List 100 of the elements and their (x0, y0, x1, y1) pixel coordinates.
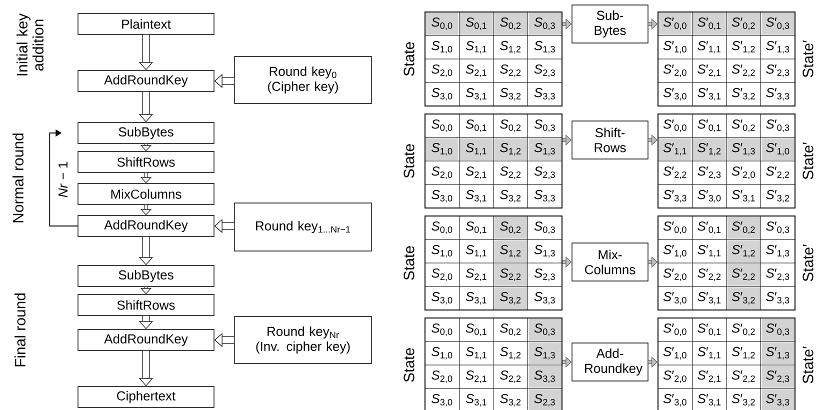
matrix-cell: S$_{0,0}$ (426, 114, 459, 137)
matrix-cell: S′$_{0,2}$ (727, 216, 760, 239)
matrix-cell: S$_{1,3}$ (528, 138, 562, 160)
matrix-cell: S$_{2,2}$ (494, 162, 528, 184)
step-box: Plaintext (78, 13, 214, 35)
matrix-cell: S$_{1,1}$ (460, 36, 493, 58)
matrix-cell: S$_{1,2}$ (494, 240, 528, 262)
matrix-cell: S′$_{2,3}$ (761, 60, 794, 82)
matrix-cell: S′$_{2,0}$ (658, 264, 692, 286)
matrix-cell: S′$_{3,2}$ (727, 83, 760, 106)
matrix-cell: S′$_{1,0}$ (658, 240, 692, 262)
matrix-cell: S$_{1,1}$ (460, 240, 493, 262)
side-label: State (404, 246, 414, 280)
matrix-cell: S′$_{3,3}$ (658, 185, 692, 208)
matrix-cell: S$_{3,3}$ (528, 287, 562, 310)
matrix-cell: S′$_{2,0}$ (727, 162, 760, 184)
matrix-cell: S$_{2,3}$ (528, 60, 562, 82)
side-label: State′ (802, 142, 814, 180)
side-label: State′ (802, 40, 814, 78)
matrix-cell: S$_{3,2}$ (494, 287, 528, 310)
matrix-cell: S′$_{1,1}$ (692, 342, 726, 364)
matrix-cell: S′$_{2,2}$ (761, 162, 794, 184)
matrix-cell: S′$_{0,1}$ (692, 216, 726, 239)
matrix-cell: S$_{0,3}$ (528, 12, 562, 35)
matrix-cell: S$_{1,0}$ (426, 138, 459, 160)
state-matrix (658, 216, 796, 310)
matrix-cell: S$_{2,3}$ (528, 264, 562, 286)
matrix-cell: S′$_{0,3}$ (761, 114, 794, 137)
matrix-cell: S$_{3,3}$ (528, 185, 562, 208)
matrix-cell: S$_{1,0}$ (426, 240, 459, 262)
matrix-cell: S′$_{1,2}$ (692, 138, 726, 160)
matrix-cell: S′$_{2,3}$ (761, 366, 794, 388)
operation-box: Shift-Rows (572, 120, 648, 160)
matrix-cell: S$_{3,0}$ (426, 287, 459, 310)
matrix-cell: S′$_{3,1}$ (692, 287, 726, 310)
state-matrix (424, 216, 562, 310)
operation-box: Sub-Bytes (572, 4, 648, 44)
matrix-cell: S′$_{0,2}$ (727, 12, 760, 35)
matrix-cell: S′$_{3,1}$ (727, 185, 760, 208)
matrix-cell: S$_{0,0}$ (426, 216, 459, 239)
state-matrix (658, 114, 796, 208)
key-box: Round key$_{1...Nr−1}$ (234, 202, 372, 252)
matrix-cell: S$_{3,0}$ (426, 389, 459, 410)
matrix-cell: S′$_{3,1}$ (692, 389, 726, 410)
matrix-cell: S′$_{2,2}$ (727, 60, 760, 82)
matrix-cell: S$_{2,3}$ (528, 389, 562, 410)
matrix-cell: S$_{3,2}$ (494, 389, 528, 410)
matrix-cell: S$_{2,0}$ (426, 60, 459, 82)
matrix-cell: S′$_{3,0}$ (658, 287, 692, 310)
matrix-cell: S′$_{0,3}$ (761, 216, 794, 239)
matrix-cell: S′$_{3,3}$ (761, 287, 794, 310)
matrix-cell: S$_{2,1}$ (460, 60, 493, 82)
matrix-cell: S′$_{2,3}$ (692, 162, 726, 184)
matrix-cell: S$_{0,2}$ (494, 12, 528, 35)
matrix-cell: S′$_{1,0}$ (658, 36, 692, 58)
state-matrix (424, 318, 562, 410)
matrix-cell: S′$_{2,3}$ (761, 264, 794, 286)
matrix-cell: S′$_{0,3}$ (761, 318, 794, 341)
matrix-cell: S$_{3,3}$ (528, 83, 562, 106)
matrix-cell: S$_{0,0}$ (426, 12, 459, 35)
operation-box: Add-Roundkey (572, 342, 648, 382)
matrix-cell: S′$_{0,0}$ (658, 114, 692, 137)
matrix-cell: S$_{0,2}$ (494, 114, 528, 137)
matrix-cell: S$_{3,1}$ (460, 287, 493, 310)
matrix-cell: S$_{0,0}$ (426, 318, 459, 341)
matrix-cell: S$_{0,2}$ (494, 318, 528, 341)
matrix-cell: S′$_{1,3}$ (761, 240, 794, 262)
key-box: Round key$_{Nr}$ (Inv. cipher key) (234, 316, 372, 364)
matrix-cell: S$_{0,1}$ (460, 12, 493, 35)
section-label: Final round (14, 293, 26, 366)
matrix-cell: S′$_{1,2}$ (727, 36, 760, 58)
matrix-cell: S′$_{2,1}$ (692, 366, 726, 388)
matrix-cell: S$_{0,3}$ (528, 114, 562, 137)
matrix-cell: S′$_{1,0}$ (658, 342, 692, 364)
state-matrix (424, 12, 562, 106)
matrix-cell: S$_{1,1}$ (460, 138, 493, 160)
matrix-cell: S′$_{2,0}$ (658, 366, 692, 388)
operation-box: Mix-Columns (572, 242, 648, 282)
matrix-cell: S$_{1,0}$ (426, 36, 459, 58)
matrix-cell: S′$_{3,0}$ (658, 83, 692, 106)
matrix-cell: S$_{0,3}$ (528, 318, 562, 341)
matrix-cell: S′$_{3,1}$ (692, 83, 726, 106)
matrix-cell: S$_{0,1}$ (460, 114, 493, 137)
matrix-cell: S′$_{0,1}$ (692, 114, 726, 137)
matrix-cell: S′$_{1,3}$ (761, 36, 794, 58)
matrix-cell: S$_{1,1}$ (460, 342, 493, 364)
matrix-cell: S′$_{3,0}$ (658, 389, 692, 410)
matrix-cell: S$_{2,0}$ (426, 366, 459, 388)
state-matrix (424, 114, 562, 208)
matrix-cell: S′$_{0,2}$ (727, 318, 760, 341)
state-matrix (658, 318, 796, 410)
matrix-cell: S$_{2,0}$ (426, 162, 459, 184)
matrix-cell: S$_{1,3}$ (528, 36, 562, 58)
matrix-cell: S′$_{3,2}$ (727, 389, 760, 410)
matrix-cell: S$_{3,0}$ (426, 83, 459, 106)
matrix-cell: S′$_{0,0}$ (658, 12, 692, 35)
matrix-cell: S$_{3,2}$ (494, 185, 528, 208)
section-label: Initial key addition (16, 13, 44, 76)
matrix-cell: S$_{2,2}$ (494, 366, 528, 388)
matrix-cell: S′$_{2,0}$ (658, 60, 692, 82)
